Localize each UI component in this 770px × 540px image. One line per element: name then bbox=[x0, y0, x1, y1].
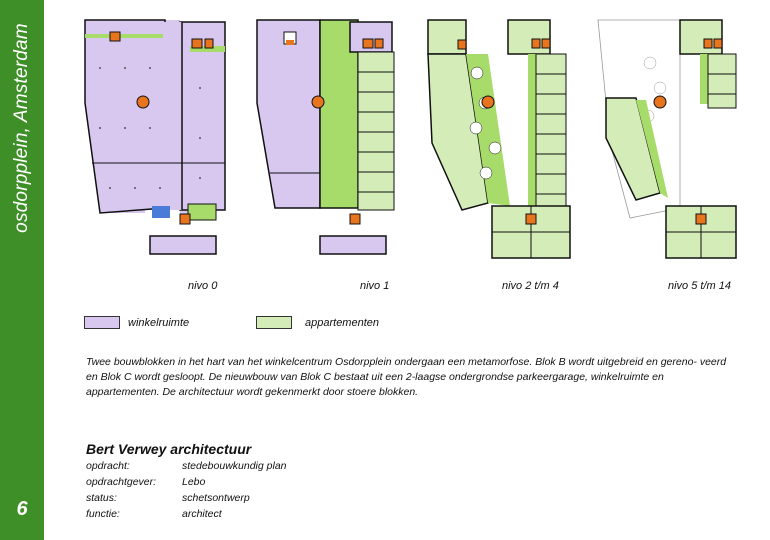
project-description: Twee bouwblokken in het hart van het win… bbox=[86, 356, 727, 398]
credits-key: status: bbox=[86, 492, 117, 504]
floor-plan-nivo-5-14 bbox=[597, 19, 737, 259]
apartment-wing-west bbox=[605, 97, 661, 201]
credits-key: opdrachtgever: bbox=[86, 476, 157, 488]
green-strip bbox=[85, 34, 163, 38]
retail-area-west bbox=[84, 19, 166, 214]
credits-value: schetsontwerp bbox=[182, 492, 250, 504]
floor-plan-nivo-1 bbox=[256, 19, 395, 255]
credits-value: stedebouwkundig plan bbox=[182, 460, 287, 472]
stair-core bbox=[457, 39, 467, 50]
water-feature bbox=[152, 206, 170, 218]
stair-core bbox=[695, 213, 707, 225]
plan-label-nivo-5-14: nivo 5 t/m 14 bbox=[668, 280, 731, 292]
page-number: 6 bbox=[16, 498, 28, 520]
green-courtyard bbox=[466, 54, 510, 206]
retail-annex bbox=[149, 235, 217, 255]
stair-core bbox=[204, 38, 214, 49]
legend-label-apartments: appartementen bbox=[305, 317, 379, 329]
credits-key: functie: bbox=[86, 508, 120, 520]
retail-annex bbox=[319, 235, 387, 255]
green-corridor bbox=[528, 54, 536, 208]
sidebar-band: osdorpplein, Amsterdam 6 bbox=[0, 0, 44, 540]
green-strip bbox=[636, 100, 668, 198]
credits-row: status: schetsontwerp bbox=[86, 492, 250, 504]
stair-core bbox=[349, 213, 361, 225]
credits-key: opdracht: bbox=[86, 460, 130, 472]
stair-core bbox=[191, 38, 203, 49]
stair-core bbox=[541, 38, 551, 49]
floor-plans bbox=[84, 19, 737, 259]
stair-core bbox=[703, 38, 713, 49]
credits-value: Lebo bbox=[182, 476, 206, 488]
legend-swatch-retail bbox=[84, 316, 120, 329]
plan-label-nivo-0: nivo 0 bbox=[188, 280, 218, 292]
stair-core bbox=[362, 38, 374, 49]
apartment-grid bbox=[357, 51, 395, 211]
credits-row: opdrachtgever: Lebo bbox=[86, 476, 205, 488]
floor-plan-nivo-2-4 bbox=[427, 19, 571, 259]
elevator-core bbox=[481, 95, 495, 109]
floor-plan-nivo-0 bbox=[84, 19, 226, 255]
apartment-wing-west bbox=[427, 53, 489, 211]
green-strip bbox=[190, 46, 225, 52]
elevator-core bbox=[311, 95, 325, 109]
legend-swatch-apartments bbox=[256, 316, 292, 329]
stair-core bbox=[179, 213, 191, 225]
credits-row: opdracht: stedebouwkundig plan bbox=[86, 460, 287, 472]
stair-core bbox=[525, 213, 537, 225]
elevator-core bbox=[653, 95, 667, 109]
project-title: osdorpplein, Amsterdam bbox=[11, 23, 32, 233]
stair-core bbox=[286, 40, 294, 45]
legend-label-retail: winkelruimte bbox=[128, 317, 190, 329]
credits-value: architect bbox=[182, 508, 222, 520]
plan-label-nivo-1: nivo 1 bbox=[360, 280, 390, 292]
credits-row: functie: architect bbox=[86, 508, 222, 520]
apartment-grid bbox=[535, 53, 567, 209]
green-patch bbox=[187, 203, 217, 221]
stair-core bbox=[374, 38, 384, 49]
stair-core bbox=[713, 38, 723, 49]
retail-area-east bbox=[179, 21, 226, 211]
architect-firm: Bert Verwey architectuur bbox=[86, 441, 252, 457]
stair-core bbox=[531, 38, 541, 49]
retail-area-middle bbox=[160, 22, 182, 210]
green-corridor bbox=[700, 54, 708, 104]
elevator-core bbox=[136, 95, 150, 109]
retail-area bbox=[256, 19, 321, 209]
apartment-grid bbox=[707, 53, 737, 109]
stair-core bbox=[109, 31, 121, 42]
plan-label-nivo-2-4: nivo 2 t/m 4 bbox=[502, 280, 559, 292]
